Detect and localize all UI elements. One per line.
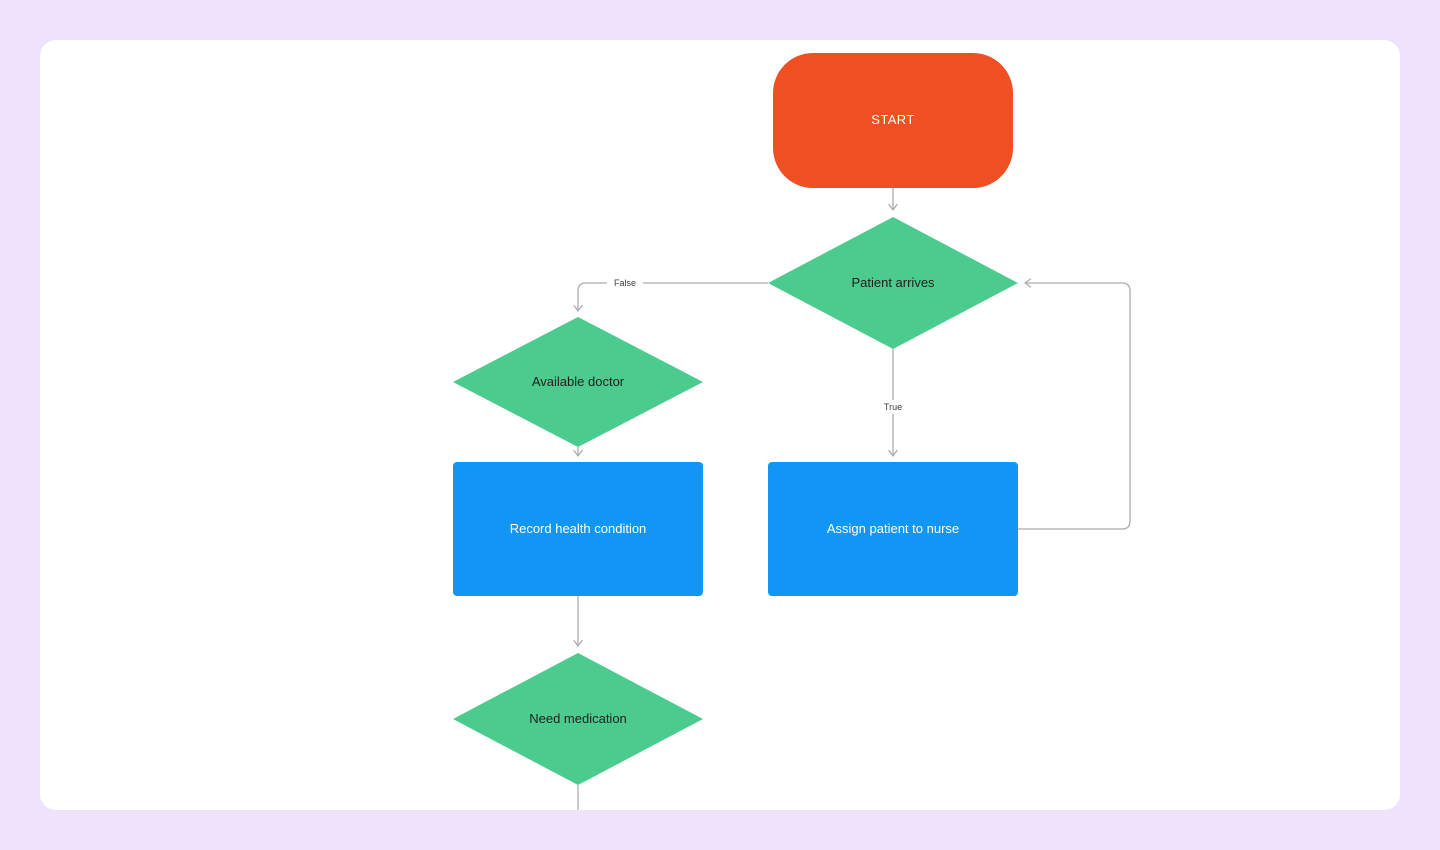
- edge-patient-arrives-false-to-available-doctor[interactable]: [573, 282, 768, 312]
- edge-label-true[interactable]: True: [876, 400, 910, 414]
- connector-layer: [573, 188, 1131, 810]
- node-start-label: START: [871, 112, 915, 128]
- node-record-health-condition-label: Record health condition: [509, 520, 647, 536]
- node-assign-patient-to-nurse[interactable]: Assign patient to nurse: [768, 462, 1018, 596]
- node-record-health-condition[interactable]: Record health condition: [453, 462, 703, 596]
- node-need-medication-label: Need medication: [529, 710, 627, 726]
- edge-label-false[interactable]: False: [606, 276, 644, 290]
- edge-assign-patient-to-nurse-loop-to-patient-arrives[interactable]: [1018, 278, 1131, 530]
- flowchart-canvas[interactable]: START Patient arrives Available doctor R…: [40, 40, 1400, 810]
- node-start[interactable]: START: [773, 53, 1013, 188]
- node-available-doctor-label: Available doctor: [531, 373, 625, 389]
- node-patient-arrives-label: Patient arrives: [851, 274, 935, 290]
- node-assign-patient-to-nurse-label: Assign patient to nurse: [826, 520, 960, 536]
